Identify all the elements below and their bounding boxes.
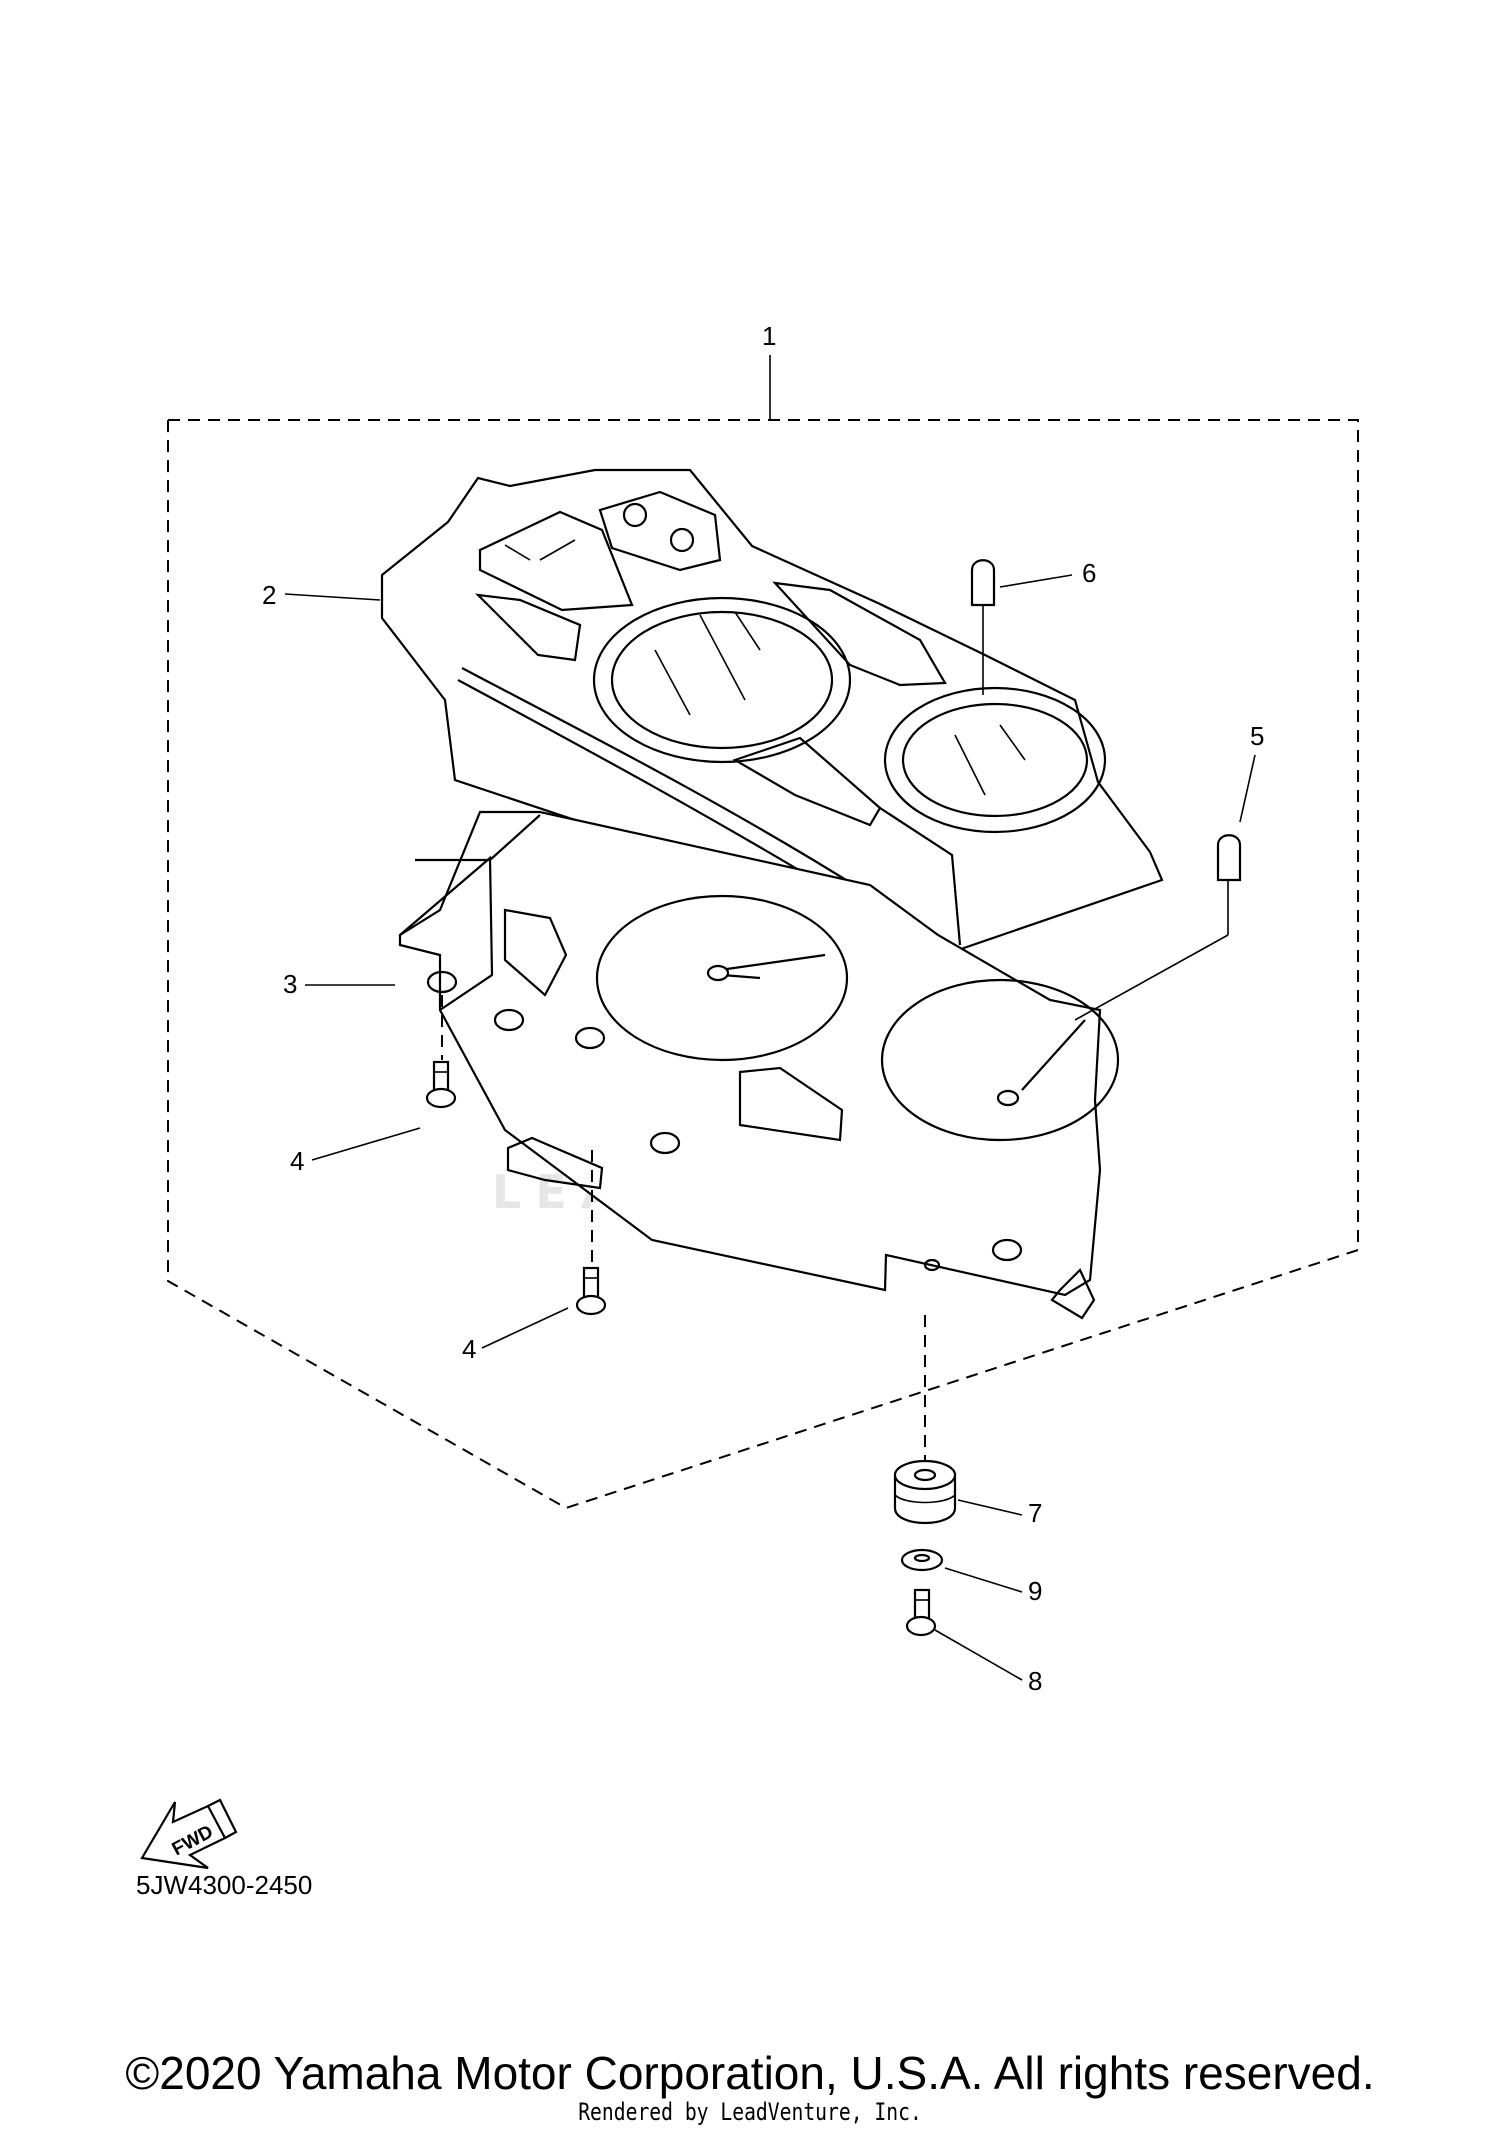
callout-9: 9	[1028, 1576, 1042, 1606]
callout-7: 7	[1028, 1498, 1042, 1528]
grommet-7	[893, 1459, 957, 1525]
callout-6: 6	[1082, 558, 1096, 588]
callout-4b: 4	[462, 1334, 476, 1364]
screw-4a	[425, 995, 457, 1109]
callout-3: 3	[283, 969, 297, 999]
callout-leader-2	[284, 593, 381, 601]
rendered-by-notice: Rendered by LeadVenture, Inc.	[578, 2098, 922, 2126]
meter-cover	[380, 468, 1164, 952]
callout-1: 1	[762, 321, 776, 351]
callout-leader-8	[934, 1629, 1023, 1681]
copyright-notice: ©2020 Yamaha Motor Corporation, U.S.A. A…	[125, 2047, 1375, 2099]
screw-4b	[575, 1150, 607, 1316]
screw-8	[905, 1588, 937, 1637]
bulb-5	[1074, 834, 1242, 1021]
callout-leader-6	[999, 574, 1073, 588]
callout-8: 8	[1028, 1666, 1042, 1696]
callout-leader-5	[1239, 754, 1256, 823]
callout-4a: 4	[290, 1146, 304, 1176]
fwd-arrow-icon: FWD	[140, 1798, 238, 1870]
diagram-code: 5JW4300-2450	[136, 1870, 313, 1900]
bulb-6	[970, 559, 996, 695]
callout-2: 2	[262, 580, 276, 610]
assembly-boundary	[167, 419, 1359, 1510]
callout-5: 5	[1250, 721, 1264, 751]
collar-9	[900, 1548, 944, 1572]
meter-body	[398, 810, 1120, 1320]
callout-leader-7	[957, 1499, 1023, 1516]
callout-leader-4a	[311, 1127, 421, 1161]
callout-leader-4b	[481, 1307, 569, 1349]
callout-leader-9	[944, 1567, 1023, 1593]
